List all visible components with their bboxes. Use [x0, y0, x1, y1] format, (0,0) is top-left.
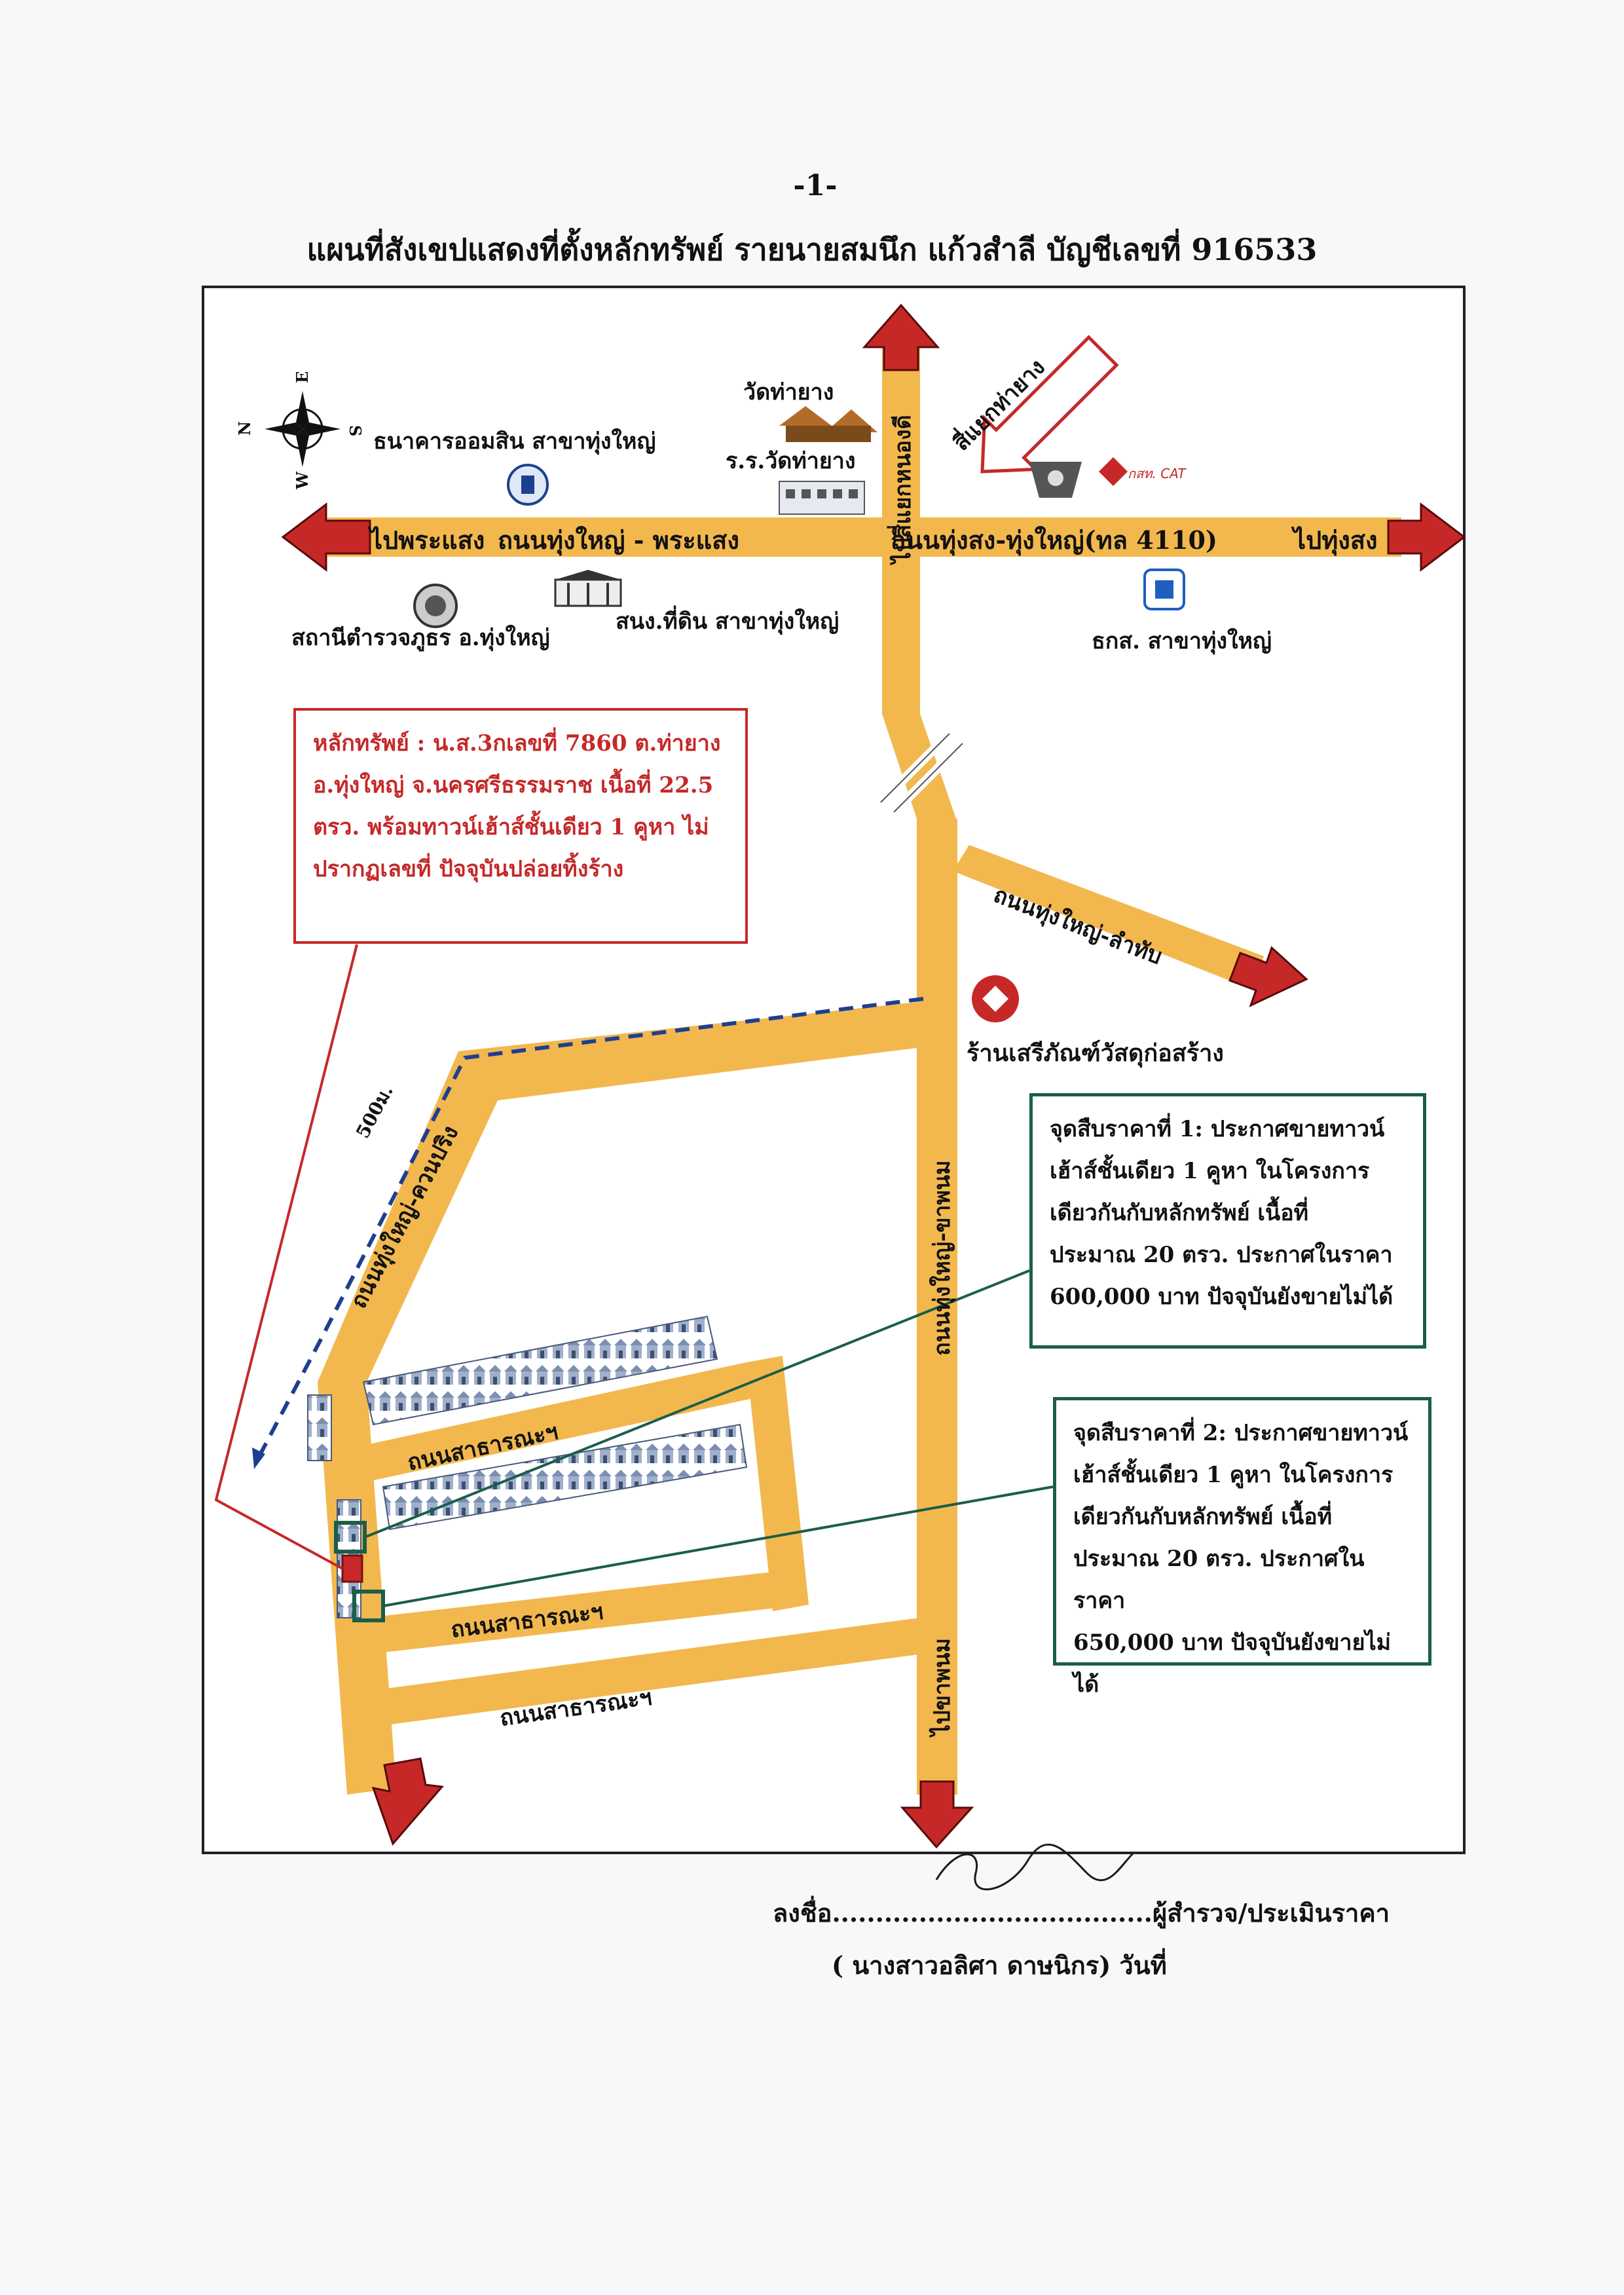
land-office-building-icon	[554, 570, 622, 607]
property-info-box: หลักทรัพย์ : น.ส.3กเลขที่ 7860 ต.ท่ายาง …	[293, 708, 748, 944]
survey1-line-1: จุดสืบราคาที่ 1: ประกาศขายทาวน์	[1050, 1116, 1385, 1142]
handwritten-signature	[935, 1843, 1134, 1891]
label-to-khaphanom: ไปขาพนม	[929, 1638, 955, 1738]
road-public-1	[354, 1362, 753, 1483]
compass-s: S	[346, 425, 365, 436]
survey2-leader-line	[382, 1485, 1054, 1607]
temple-icon	[779, 406, 877, 442]
baac-logo-icon	[1143, 569, 1185, 610]
arrow-south	[900, 1780, 974, 1849]
arrow-west	[281, 502, 371, 572]
arrow-southwest	[371, 1757, 444, 1846]
label-gsb-bank: ธนาคารออมสิน สาขาทุ่งใหญ่	[373, 428, 655, 455]
townhouse-west-1	[307, 1394, 332, 1461]
compass-w: W	[293, 471, 312, 490]
cat-logo-text: กสท. CAT	[1128, 466, 1187, 481]
label-police: สถานีตำรวจภูธร อ.ทุ่งใหญ่	[291, 624, 550, 652]
road-block-east	[747, 1356, 809, 1611]
school-building-icon	[779, 481, 865, 515]
survey1-line-4: ประมาณ 20 ตรว. ประกาศในราคา	[1050, 1242, 1393, 1268]
signature-name-line: ( นางสาวอลิศา ดาษนิกร) วันที่	[832, 1950, 1167, 1980]
compass-e: E	[293, 371, 312, 383]
dashed-route	[257, 997, 924, 1459]
survey1-leader-line	[364, 1269, 1030, 1539]
signature-line: ลงชื่อ..................................…	[773, 1898, 1390, 1928]
label-road-main-west: ถนนทุ่งใหญ่ - พระแสง	[498, 525, 739, 556]
property-line-2: อ.ทุ่งใหญ่ จ.นครศรีธรรมราช เนื้อที่ 22.5	[313, 772, 714, 798]
property-line-4: ปรากฏเลขที่ ปัจจุบันปล่อยทิ้งร้าง	[313, 856, 624, 882]
label-road-main-east: ถนนทุ่งสง-ทุ่งใหญ่(ทล 4110)	[891, 525, 1217, 556]
property-line-3: ตรว. พร้อมทาวน์เฮ้าส์ชั้นเดียว 1 คูหา ไม…	[313, 814, 709, 840]
label-store: ร้านเสรีภัณฑ์วัสดุก่อสร้าง	[967, 1039, 1224, 1068]
map-title: แผนที่สังเขปแสดงที่ตั้งหลักทรัพย์ รายนาย…	[306, 232, 1318, 267]
arrow-east	[1387, 502, 1466, 572]
survey2-line-4: ประมาณ 20 ตรว. ประกาศในราคา	[1073, 1546, 1365, 1614]
arrow-north	[862, 303, 940, 371]
road-break-mark	[877, 730, 966, 815]
townhouse-rows	[307, 1315, 748, 1622]
townhouse-row-1	[362, 1315, 718, 1426]
survey-point-1-box: จุดสืบราคาที่ 1: ประกาศขายทาวน์ เฮ้าส์ชั…	[1029, 1093, 1426, 1349]
survey1-line-2: เฮ้าส์ชั้นเดียว 1 คูหา ในโครงการ	[1050, 1158, 1370, 1184]
property-line-1: หลักทรัพย์ : น.ส.3กเลขที่ 7860 ต.ท่ายาง	[313, 730, 721, 756]
label-wat-thayang: วัดท่ายาง	[743, 379, 834, 405]
page-number: -1-	[793, 169, 838, 202]
property-leader-line	[214, 944, 358, 1570]
road-lamthap	[953, 845, 1264, 989]
road-main-horizontal	[327, 517, 1401, 557]
survey1-line-5: 600,000 บาท ปัจจุบันยังขายไม่ได้	[1050, 1284, 1393, 1310]
arrow-lamthap	[1228, 946, 1308, 1007]
label-to-thungsong: ไปทุ่งสง	[1291, 525, 1378, 556]
survey1-line-3: เดียวกันกับหลักทรัพย์ เนื้อที่	[1050, 1200, 1309, 1226]
police-emblem-icon	[413, 584, 458, 628]
road-khuanpring	[318, 1002, 917, 1382]
road-north-vertical	[882, 347, 920, 714]
label-school: ร.ร.วัดท่ายาง	[726, 448, 856, 474]
label-to-phrasaeng: ไปพระแสง	[367, 525, 485, 555]
store-logo-icon	[972, 975, 1019, 1022]
gsb-bank-logo-icon	[507, 464, 549, 506]
compass-n: N	[235, 421, 254, 436]
dashed-route-head	[252, 1447, 265, 1469]
road-public-3	[377, 1618, 923, 1726]
road-public-2	[367, 1572, 777, 1654]
townhouse-row-2	[382, 1423, 748, 1531]
survey2-line-3: เดียวกันกับหลักทรัพย์ เนื้อที่	[1073, 1504, 1333, 1530]
survey2-line-2: เฮ้าส์ชั้นเดียว 1 คูหา ในโครงการ	[1073, 1462, 1393, 1488]
property-marker	[341, 1554, 363, 1583]
label-baac: ธกส. สาขาทุ่งใหญ่	[1092, 627, 1272, 655]
label-to-nongdi: ไปสี่แยกหนองดี	[887, 415, 916, 565]
bank-emblem-icon	[1029, 462, 1082, 498]
cat-telecom-logo-icon: กสท. CAT	[1099, 457, 1187, 486]
compass-rose: N S E W	[235, 371, 365, 490]
label-distance-500m: 500ม.	[352, 1081, 397, 1142]
survey2-line-5: 650,000 บาท ปัจจุบันยังขายไม่ได้	[1073, 1630, 1392, 1698]
label-land-office: สนง.ที่ดิน สาขาทุ่งใหญ่	[616, 605, 839, 635]
survey2-line-1: จุดสืบราคาที่ 2: ประกาศขายทาวน์	[1073, 1420, 1409, 1446]
label-road-khaphanom: ถนนทุ่งใหญ่-ขาพนม	[929, 1160, 956, 1356]
survey-point-2-box: จุดสืบราคาที่ 2: ประกาศขายทาวน์ เฮ้าส์ชั…	[1053, 1397, 1431, 1698]
